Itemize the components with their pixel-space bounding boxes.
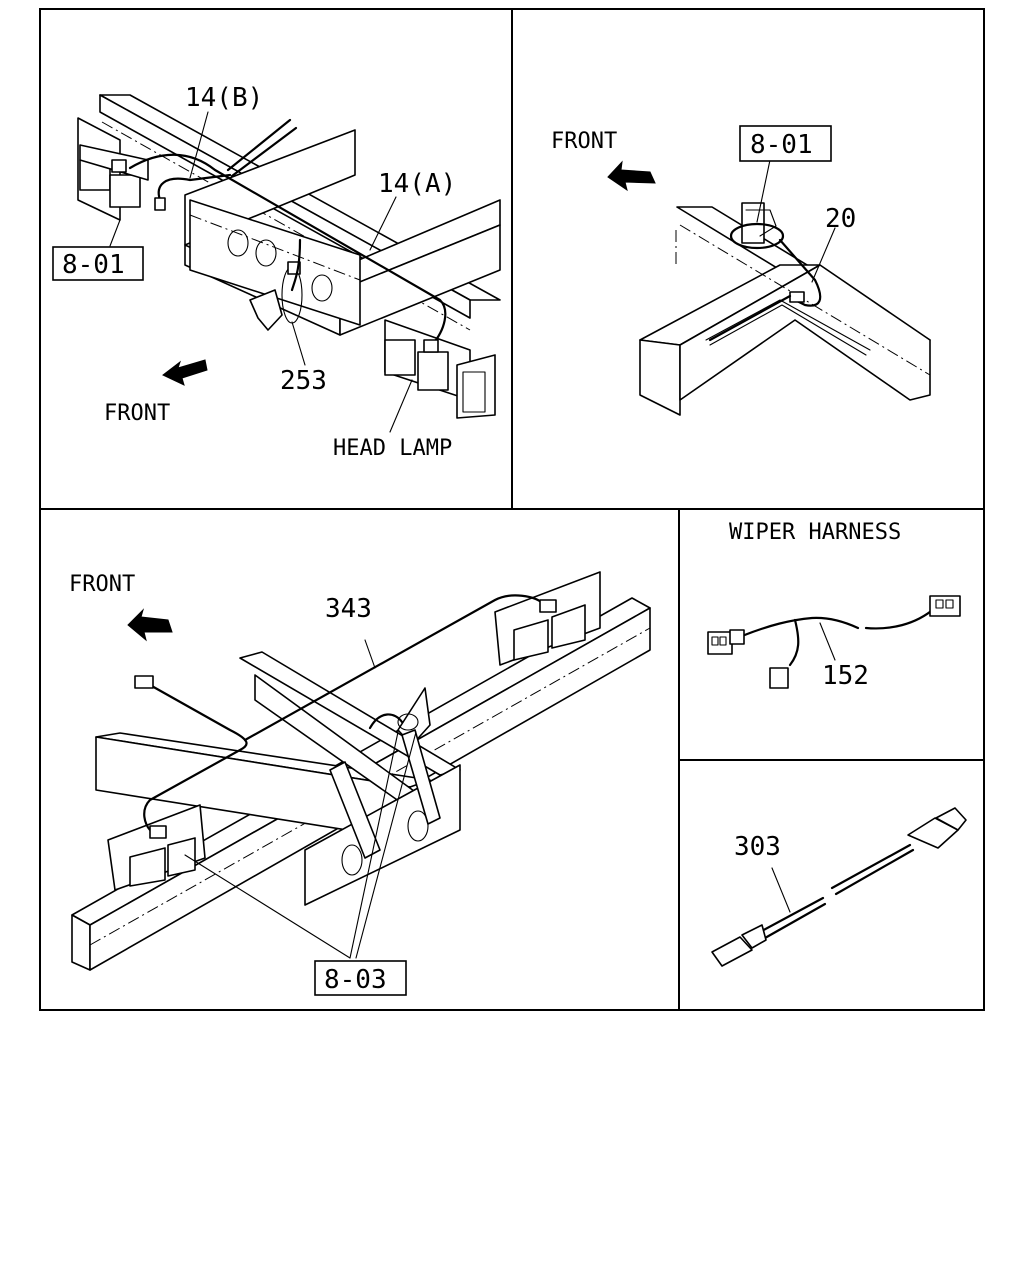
leader-8-01: [756, 159, 771, 223]
callout-253: 253: [280, 366, 327, 396]
callout-20: 20: [825, 204, 856, 234]
chassis-illustration: [71, 571, 651, 971]
callout-8-03: 8-03: [324, 965, 387, 995]
callout-14a: 14(A): [378, 169, 456, 199]
harness-14: [111, 118, 447, 353]
callout-8-03-box: [314, 960, 407, 996]
frame-rail-illustration: [639, 206, 931, 416]
leader-303: [771, 867, 791, 913]
leader-20: [811, 227, 836, 283]
front-arrow-icon: [162, 359, 208, 386]
callout-8-01-box: [52, 246, 144, 281]
panel-bottom-left: FRONT 343 8-03: [69, 571, 651, 996]
leader-lines: [109, 111, 413, 433]
front-label: FRONT: [551, 129, 617, 154]
cross-member-illustration: [77, 94, 501, 419]
callout-8-01-box: [739, 125, 832, 162]
leader-lines: [184, 639, 417, 959]
front-arrow-icon: [127, 608, 173, 642]
leader-152: [819, 622, 836, 661]
panel-top-left: 14(B) 14(A) 8-01 253 FRONT HEAD LAMP: [52, 83, 501, 461]
diagram-frame: [39, 8, 985, 1011]
harness-152: [707, 595, 961, 689]
head-lamp-label: HEAD LAMP: [333, 436, 452, 461]
front-label: FRONT: [69, 572, 135, 597]
wiper-harness-title: WIPER HARNESS: [729, 520, 901, 545]
callout-343: 343: [325, 594, 372, 624]
callout-152: 152: [822, 661, 869, 691]
panel-wiper-harness: WIPER HARNESS 152: [707, 520, 961, 691]
front-arrow-icon: [607, 160, 656, 192]
callout-8-01: 8-01: [750, 130, 813, 160]
panel-top-right: FRONT 8-01 20: [551, 125, 931, 416]
panel-bottom-right: 303: [711, 807, 967, 967]
callout-303: 303: [734, 832, 781, 862]
harness-20: [708, 202, 822, 342]
harness-343: [134, 594, 557, 839]
harness-303: [711, 807, 967, 967]
front-label: FRONT: [104, 401, 170, 426]
callout-8-01: 8-01: [62, 250, 125, 280]
callout-14b: 14(B): [185, 83, 263, 113]
